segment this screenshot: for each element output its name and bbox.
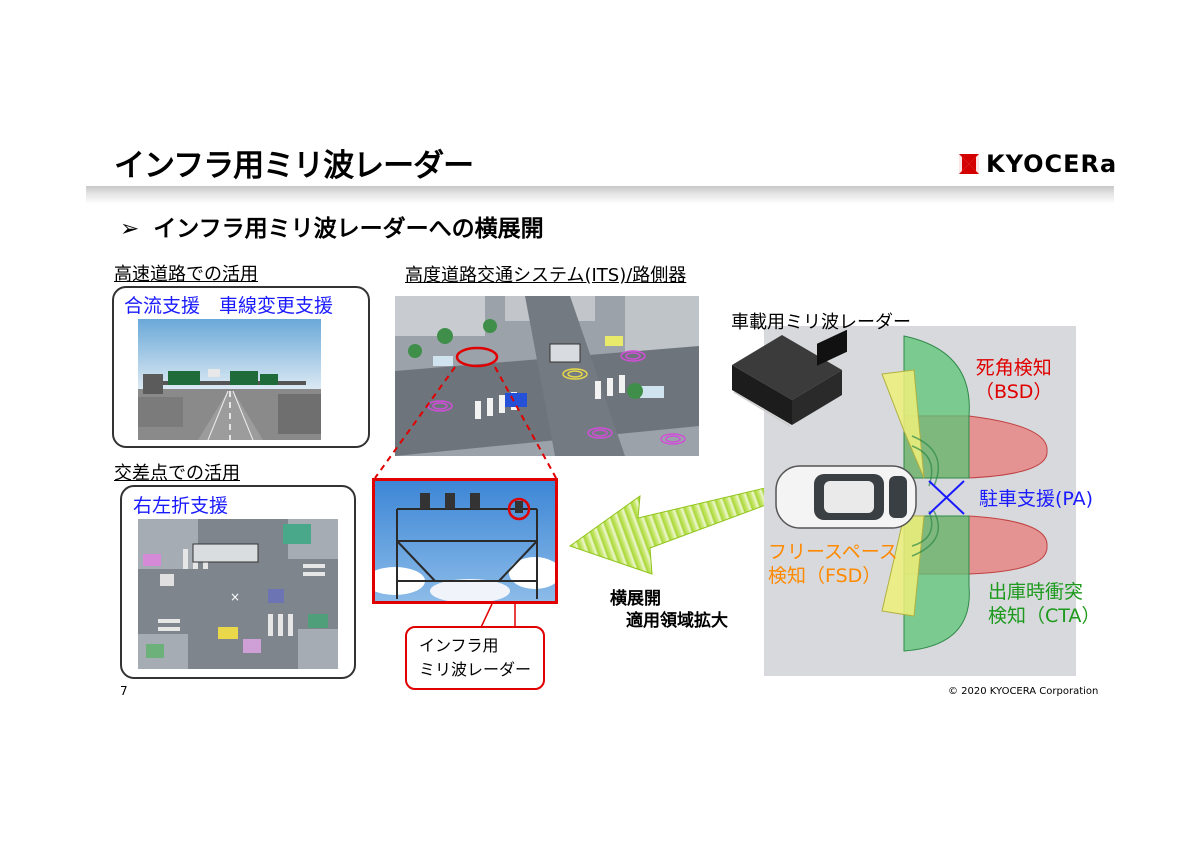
bullet-heading: ➢ インフラ用ミリ波レーダーへの横展開 <box>120 209 544 243</box>
highway-caption: 合流支援 車線変更支援 <box>124 295 334 317</box>
page-title: インフラ用ミリ波レーダー <box>114 148 474 184</box>
copyright: © 2020 KYOCERA Corporation <box>948 686 1099 697</box>
vehicle-radar-module <box>732 330 847 427</box>
vehicle-radar-label: 車載用ミリ波レーダー <box>731 312 911 333</box>
logo-text: KYOCERa <box>986 150 1118 178</box>
infra-radar-callout: インフラ用 ミリ波レーダー <box>405 626 546 690</box>
bullet-arrow-icon: ➢ <box>120 216 140 242</box>
arrow-text-line1: 横展開 <box>610 589 661 609</box>
bsd-label: 死角検知 （BSD） <box>975 356 1052 404</box>
arrow-text-line2: 適用領域拡大 <box>626 611 728 631</box>
cta-label: 出庫時衝突 検知（CTA） <box>988 580 1100 628</box>
page-number: 7 <box>120 684 128 698</box>
infra-callout-line1: インフラ用 <box>419 636 499 655</box>
pa-label: 駐車支援(PA) <box>979 488 1094 510</box>
title-rule <box>86 186 1114 204</box>
intersection-caption: 右左折支援 <box>133 495 229 517</box>
intersection-label: 交差点での活用 <box>114 463 240 484</box>
bullet-text: インフラ用ミリ波レーダーへの横展開 <box>153 216 544 242</box>
bsd-label-line1: 死角検知 <box>975 357 1052 379</box>
bsd-label-line2: （BSD） <box>975 381 1053 403</box>
highway-label: 高速道路での活用 <box>114 264 258 285</box>
radar-coverage-diagram <box>775 335 1048 652</box>
fsd-label: フリースペース 検知（FSD） <box>768 540 898 588</box>
kyocera-logo: KYOCERa <box>958 150 1117 178</box>
highway-photo <box>138 319 321 440</box>
its-city-image <box>395 296 699 456</box>
fsd-label-line2: 検知（FSD） <box>768 565 882 587</box>
fsd-label-line1: フリースペース <box>768 541 898 563</box>
cta-label-line1: 出庫時衝突 <box>988 581 1084 603</box>
infra-radar-photo <box>372 478 558 604</box>
svg-text:×: × <box>230 590 240 604</box>
kyocera-logo-icon <box>959 154 979 174</box>
intersection-photo: × <box>138 519 338 669</box>
infra-callout-line2: ミリ波レーダー <box>419 660 532 679</box>
cta-label-line2: 検知（CTA） <box>988 605 1101 627</box>
its-label: 高度道路交通システム(ITS)/路側器 <box>405 265 687 286</box>
